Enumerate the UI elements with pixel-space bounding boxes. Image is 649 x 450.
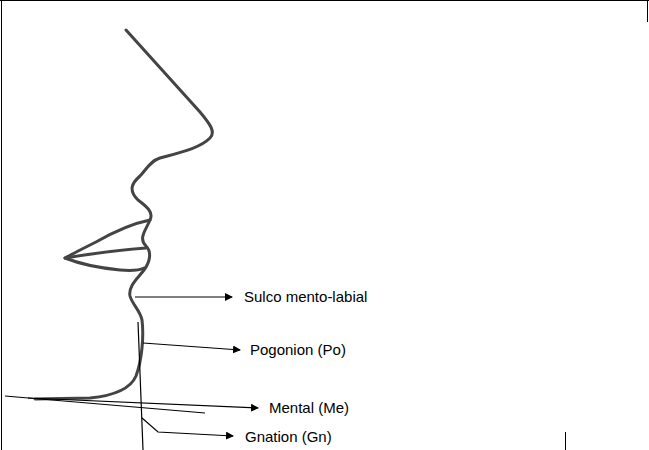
profile-outline xyxy=(35,30,212,399)
landmark-label: Sulco mento-labial xyxy=(243,288,368,306)
landmark-label: Gnation (Gn) xyxy=(244,428,333,446)
reference-lines xyxy=(5,297,258,450)
landmark-label: Pogonion (Po) xyxy=(249,341,347,359)
landmark-label: Mental (Me) xyxy=(268,399,350,417)
